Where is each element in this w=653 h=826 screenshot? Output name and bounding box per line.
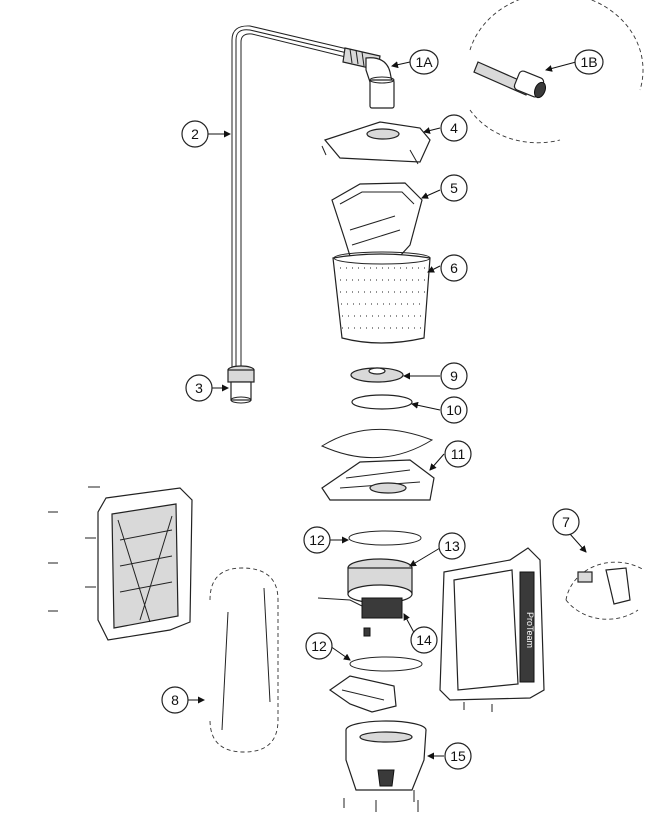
callout-8: 8 bbox=[161, 686, 189, 714]
callout-label: 12 bbox=[311, 638, 327, 654]
callout-13: 13 bbox=[438, 532, 466, 560]
callout-9: 9 bbox=[440, 362, 468, 390]
back-panel-part bbox=[48, 486, 193, 641]
filter-bag-part bbox=[331, 182, 423, 257]
ring-upper-part bbox=[348, 530, 422, 546]
callout-label: 1A bbox=[415, 54, 433, 70]
callout-7: 7 bbox=[552, 508, 580, 536]
leader-lines bbox=[188, 61, 587, 760]
callout-label: 9 bbox=[450, 368, 458, 384]
callout-6: 6 bbox=[440, 254, 468, 282]
motor-part bbox=[317, 558, 413, 637]
callout-1a: 1A bbox=[409, 49, 439, 75]
lid-part bbox=[321, 121, 431, 165]
callout-label: 6 bbox=[450, 260, 458, 276]
straps-part-8 bbox=[209, 567, 279, 753]
callout-label: 3 bbox=[195, 380, 203, 396]
callout-12-lower: 12 bbox=[305, 632, 333, 660]
callout-5: 5 bbox=[440, 174, 468, 202]
callout-10: 10 bbox=[440, 396, 468, 424]
bottom-housing-part bbox=[343, 720, 427, 812]
callout-3: 3 bbox=[185, 374, 213, 402]
motor-mount-part bbox=[328, 675, 397, 713]
callout-label: 4 bbox=[450, 120, 458, 136]
disc-filter-part bbox=[351, 394, 413, 410]
front-cover-part: ProTeam bbox=[439, 547, 545, 712]
callout-label: 7 bbox=[562, 514, 570, 530]
callout-label: 8 bbox=[171, 692, 179, 708]
gasket-part bbox=[320, 428, 434, 459]
callout-label: 1B bbox=[580, 54, 597, 70]
callout-label: 12 bbox=[309, 532, 325, 548]
detail-circle-1b bbox=[469, 0, 644, 144]
callout-label: 11 bbox=[451, 446, 466, 462]
callout-label: 13 bbox=[444, 538, 460, 554]
callout-1b: 1B bbox=[574, 49, 604, 75]
brand-mark: ProTeam bbox=[525, 612, 535, 648]
callout-11: 11 bbox=[444, 440, 472, 468]
callout-label: 5 bbox=[450, 180, 458, 196]
elbow-part-1a bbox=[365, 57, 395, 109]
callout-label: 10 bbox=[446, 402, 462, 418]
callout-4: 4 bbox=[440, 114, 468, 142]
ring-lower-part bbox=[349, 656, 423, 672]
callout-15: 15 bbox=[444, 742, 472, 770]
callout-2: 2 bbox=[181, 120, 209, 148]
motor-base-part bbox=[321, 459, 435, 501]
clip-detail-7 bbox=[565, 561, 645, 620]
callout-label: 15 bbox=[450, 748, 466, 764]
callout-label: 2 bbox=[191, 126, 199, 142]
basket-part bbox=[332, 251, 431, 344]
wand-cuff-part bbox=[227, 365, 255, 404]
callout-label: 14 bbox=[416, 632, 432, 648]
callout-12-upper: 12 bbox=[303, 526, 331, 554]
callout-14: 14 bbox=[410, 626, 438, 654]
fan-part bbox=[350, 367, 404, 383]
